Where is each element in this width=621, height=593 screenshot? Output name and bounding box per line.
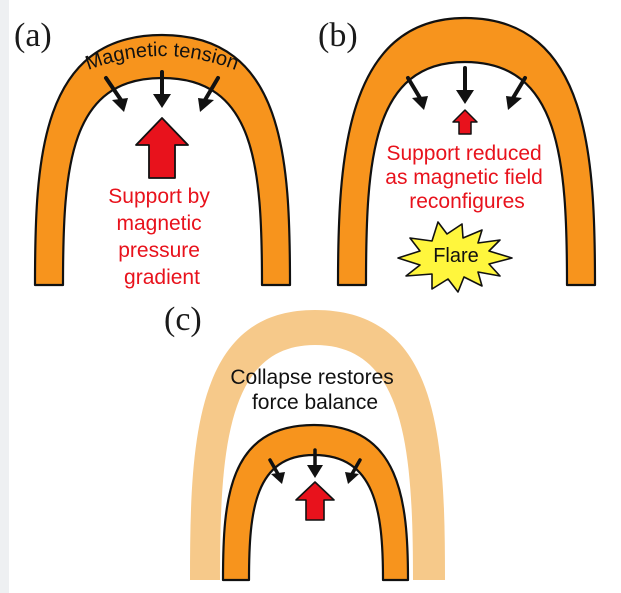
panel-c-collapse-text: Collapse restores force balance (230, 366, 399, 414)
tension-arrow-left-c (268, 458, 280, 476)
tension-arrow-right-c (350, 458, 362, 476)
tension-arrowhead-center-b (456, 90, 474, 104)
flare-star-icon (397, 221, 513, 293)
page-edge-strip (0, 0, 9, 593)
tension-arrowhead-left-b (412, 96, 428, 110)
tension-arrow-left (104, 76, 123, 102)
panel-b-loop (336, 16, 597, 287)
support-arrow-medium (295, 481, 335, 521)
panel-c-original-loop-faded (190, 310, 445, 580)
flare-label: Flare (433, 245, 479, 267)
panel-b-label: (b) (318, 17, 358, 54)
tension-arrowhead-center (153, 94, 171, 108)
tension-arrow-right (203, 76, 220, 102)
panel-b-support-text: Support reduced as magnetic field reconf… (385, 142, 548, 213)
tension-arrowhead-left (112, 98, 128, 112)
panel-c: (c) Collapse restores force balance (164, 301, 445, 582)
panel-a: (a) Magnetic tension Support by magnetic… (14, 17, 292, 289)
tension-arrowhead-right-b (506, 96, 522, 110)
panel-a-label: (a) (14, 17, 52, 54)
panel-b: (b) Support reduced as magnetic field re… (318, 16, 597, 293)
tension-arrowhead-right-c (345, 472, 359, 484)
panel-c-collapsed-loop (221, 423, 410, 582)
tension-arrowhead-center-c (307, 465, 323, 478)
tension-arrow-right-b (511, 76, 527, 100)
support-arrow-small (452, 109, 478, 135)
tension-arrowhead-left-c (271, 472, 285, 484)
panel-a-loop (33, 33, 292, 287)
panel-c-label: (c) (164, 301, 202, 338)
tension-arrow-left-b (406, 76, 422, 100)
support-arrow-large (135, 117, 189, 179)
tension-arrowhead-right (198, 98, 214, 112)
tension-arrows-a (104, 70, 220, 102)
panel-a-support-text: Support by magnetic pressure gradient (108, 185, 215, 289)
